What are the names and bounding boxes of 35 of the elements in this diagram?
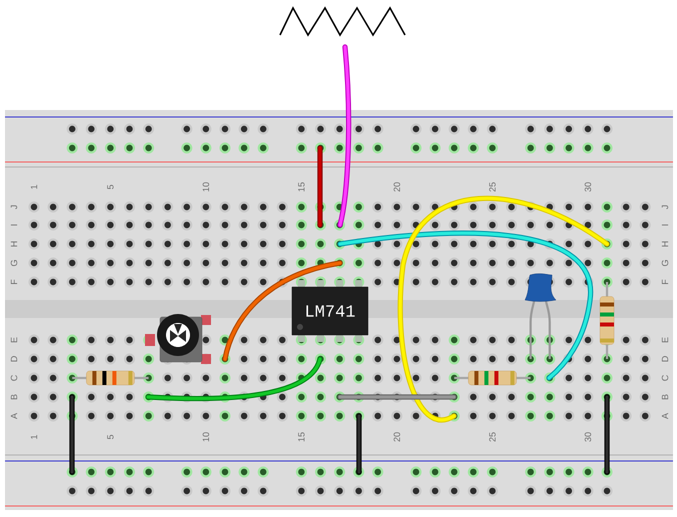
column-number: 10 [202, 182, 210, 192]
column-number: 5 [107, 434, 114, 440]
column-number: 25 [489, 182, 496, 192]
row-letter: A [662, 413, 668, 419]
row-letter: E [662, 337, 668, 342]
row-letter: A [10, 413, 18, 419]
column-number: 15 [298, 182, 305, 192]
row-letter: H [10, 241, 18, 246]
column-number: 20 [394, 182, 400, 192]
ic-chip: LM741 [292, 280, 368, 342]
column-number: 5 [107, 184, 114, 190]
row-letter: B [10, 394, 18, 400]
row-letter: F [662, 280, 668, 284]
row-letter: G [10, 260, 18, 266]
row-letter: B [662, 394, 668, 400]
column-number: 1 [30, 434, 38, 439]
column-number: 20 [394, 432, 400, 442]
row-letter: C [10, 375, 18, 381]
column-number: 10 [202, 432, 210, 442]
column-number: 30 [584, 432, 592, 442]
row-letter: F [10, 280, 18, 284]
column-number: 30 [584, 182, 592, 192]
row-letter: I [662, 224, 668, 226]
row-letter: D [662, 356, 668, 362]
column-number: 1 [30, 184, 38, 189]
column-number: 25 [489, 432, 496, 442]
row-letter: C [662, 375, 668, 381]
row-letter: I [10, 224, 18, 226]
row-letter: E [10, 337, 18, 342]
row-letter: G [662, 260, 668, 266]
row-letter: J [662, 205, 668, 210]
column-number: 15 [298, 432, 305, 442]
row-letter: H [662, 241, 668, 246]
row-letter: J [10, 205, 18, 210]
row-letter: D [10, 356, 18, 362]
